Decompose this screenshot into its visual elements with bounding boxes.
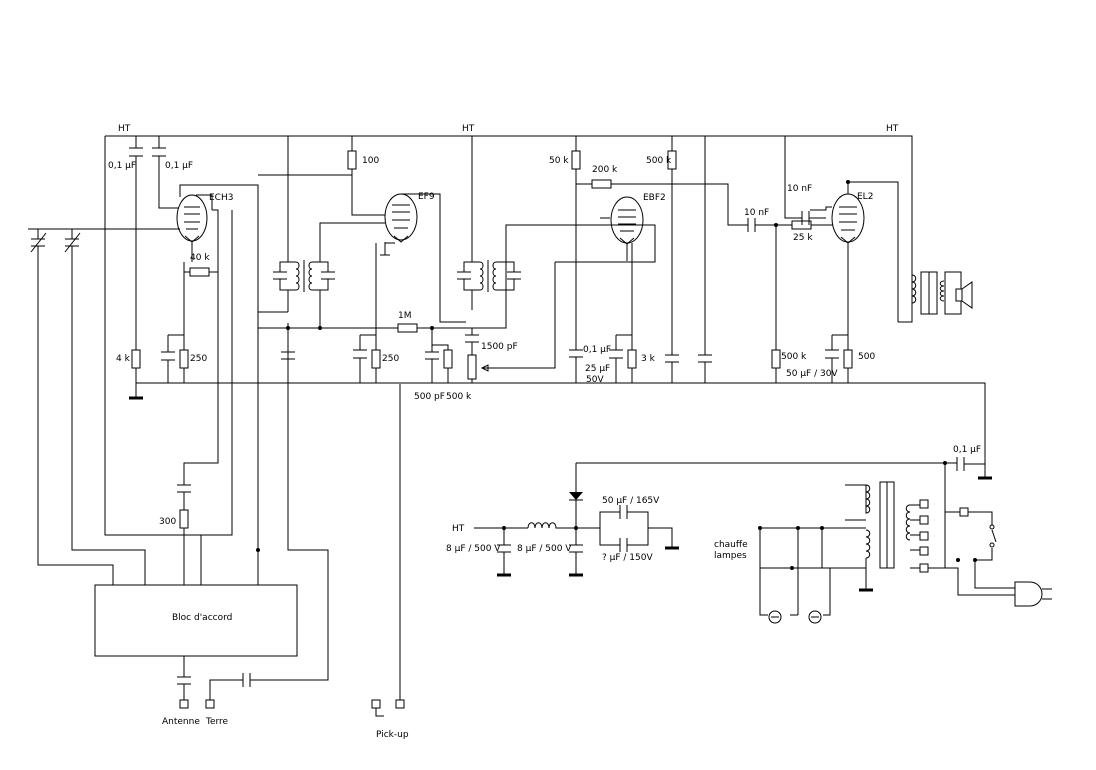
speaker-icon <box>944 271 973 315</box>
resistor-250-label-b: 250 <box>382 354 399 364</box>
ht-label-left: HT <box>118 124 131 134</box>
resistor-25k-label: 25 k <box>793 233 813 243</box>
earth-label: Terre <box>205 717 229 727</box>
capacitor-50uf-165v-label: 50 µF / 165V <box>602 496 660 506</box>
capacitor-300 <box>177 484 191 585</box>
mains-plug-icon <box>1014 581 1052 607</box>
tube-ebf2 <box>555 136 748 383</box>
heater-label-2: lampes <box>714 551 747 561</box>
capacitor-8uf-b-label: 8 µF / 500 V <box>517 544 572 554</box>
tuning-block <box>94 584 298 657</box>
resistor-200k-label: 200 k <box>592 165 618 175</box>
resistor-500k-top <box>665 136 712 383</box>
volume-potentiometer <box>465 262 556 383</box>
ht-label-mid: HT <box>462 124 475 134</box>
tuning-block-label: Bloc d'accord <box>172 613 232 623</box>
cathode-network-ech3 <box>161 262 189 383</box>
wire-bloc-link <box>200 534 232 585</box>
detector-load <box>425 326 453 383</box>
pickup-terminal <box>371 384 405 717</box>
resistor-500k-c-label: 500 k <box>781 352 807 362</box>
capacitor-1500pf-label: 1500 pF <box>481 342 518 352</box>
resistor-1m-label: 1M <box>398 311 412 321</box>
variable-capacitor-1 <box>30 229 114 585</box>
resistor-500k-b-label: 500 k <box>446 392 472 402</box>
tube-ebf2-label: EBF2 <box>643 193 666 203</box>
variable-capacitor-2 <box>64 229 146 585</box>
capacitor-10nf-b-label: 10 nF <box>744 208 769 218</box>
tube-ef9 <box>375 193 466 350</box>
wire-cap-288 <box>281 328 295 383</box>
capacitor-left-2 <box>152 136 180 209</box>
cathode-network-ef9 <box>353 334 381 383</box>
heater-label-1: chauffe <box>714 540 748 550</box>
resistor-4k-label: 4 k <box>116 354 131 364</box>
resistor-500k-top-label: 500 k <box>646 156 672 166</box>
resistor-50k-label: 50 k <box>549 156 569 166</box>
capacitor-left-1 <box>129 136 143 350</box>
tube-el2 <box>784 136 899 383</box>
capacitor-10nf-coupling <box>747 218 792 383</box>
resistor-100 <box>258 136 385 216</box>
resistor-100-label: 100 <box>362 156 379 166</box>
capacitor-25uf-voltage: 50V <box>586 375 604 385</box>
antenna-label: Antenne <box>162 717 200 727</box>
tube-ef9-label: EF9 <box>418 192 435 202</box>
tube-ech3 <box>28 184 288 485</box>
capacitor-cathode-ebf2 <box>569 349 583 383</box>
if-transformer-1 <box>273 136 385 328</box>
resistor-25k <box>791 220 834 230</box>
ht-rail <box>104 135 913 536</box>
mains-transformer <box>758 481 911 624</box>
resistor-1m <box>258 260 507 333</box>
capacitor-10nf-a-label: 10 nF <box>787 184 812 194</box>
ht-label-right: HT <box>886 124 899 134</box>
capacitor-left-1-label: 0,1 µF <box>108 161 136 171</box>
capacitor-500pf-label: 500 pF <box>414 392 445 402</box>
ht-supply-label: HT <box>452 524 465 534</box>
resistor-3k-label: 3 k <box>641 354 656 364</box>
resistor-40k-label: 40 k <box>190 253 210 263</box>
capacitor-25uf-label: 25 µF <box>585 364 610 374</box>
voltage-selector <box>910 499 1015 596</box>
tube-ech3-label: ECH3 <box>209 193 233 203</box>
antenna-terminal <box>177 656 191 709</box>
earth-terminal <box>205 323 329 709</box>
resistor-4k <box>131 349 141 383</box>
resistor-40k <box>184 267 218 277</box>
output-transformer <box>911 271 945 315</box>
ground-rail <box>129 382 992 480</box>
resistor-500-label: 500 <box>858 352 875 362</box>
capacitor-8uf-a-label: 8 µF / 500 V <box>446 544 501 554</box>
tube-el2-label: EL2 <box>857 192 873 202</box>
capacitor-01-mid-label: 0,1 µF <box>583 345 611 355</box>
capacitor-50uf-30v-label: 50 µF / 30V <box>786 369 838 379</box>
capacitor-01-right-label: 0,1 µF <box>953 445 981 455</box>
resistor-300-label: 300 <box>159 517 176 527</box>
capacitor-left-2-label: 0,1 µF <box>165 161 193 171</box>
capacitor-01-right <box>576 457 985 568</box>
pickup-label: Pick-up <box>376 730 409 740</box>
resistor-250-label-a: 250 <box>190 354 207 364</box>
power-supply-filter <box>474 463 679 577</box>
capacitor-q-150v-label: ? µF / 150V <box>602 553 653 563</box>
if-transformer-2 <box>457 136 610 315</box>
